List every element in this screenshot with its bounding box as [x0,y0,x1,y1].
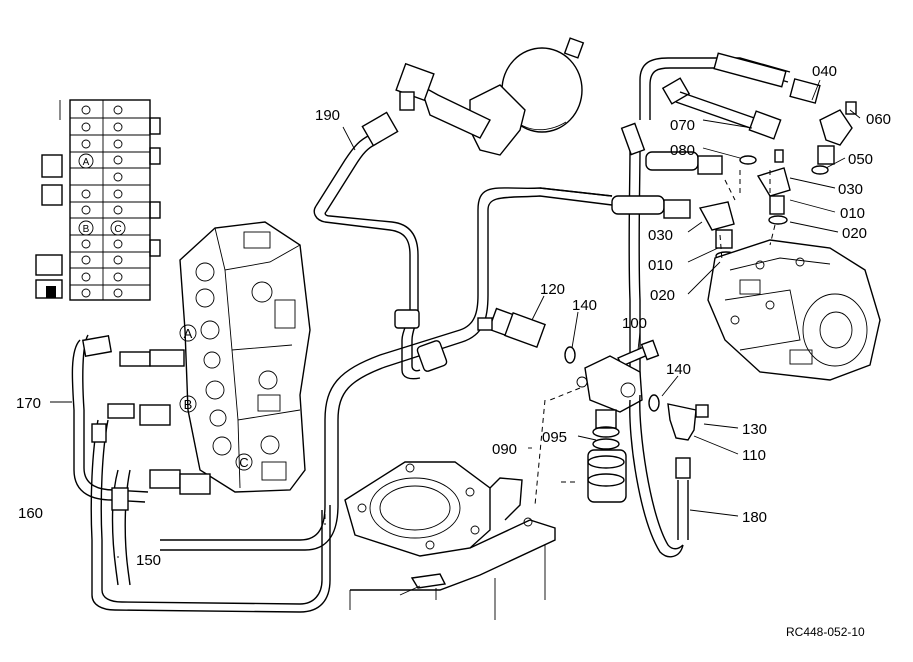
mounting-base-plate [344,461,556,620]
dashed-guide-lines [324,170,776,525]
part-label-020-lower: 020 [650,287,675,304]
part-label-130: 130 [742,421,767,438]
hose-080 [539,151,723,197]
valve-inset-schematic [35,99,161,301]
hose-180 [629,394,691,558]
part-labels: 190 040 060 070 080 050 030 010 020 030 … [16,63,891,569]
svg-text:A: A [184,326,193,341]
elbow-fitting-040 [817,109,853,165]
hose-190 [313,111,448,380]
part-label-160: 160 [18,505,43,522]
drawing-reference-code: RC448-052-10 [786,625,865,639]
hose-070 [675,91,782,140]
part-label-050: 050 [848,151,873,168]
part-label-090: 090 [492,441,517,458]
valve-port-marker-c: C [235,453,253,471]
tee-fitting-030-upper [756,149,791,225]
o-ring-050 [811,165,829,175]
hydraulic-pump [707,239,881,381]
part-label-070: 070 [670,117,695,134]
part-label-100: 100 [622,315,647,332]
tee-fitting-030-lower [698,201,737,261]
upper-right-pipe [620,52,821,400]
part-label-030-lower: 030 [648,227,673,244]
inset-port-marker-c: C [110,220,126,236]
svg-text:C: C [239,455,248,470]
svg-text:B: B [184,397,193,412]
part-label-030-upper: 030 [838,181,863,198]
svg-text:B: B [83,224,90,235]
coupler-090 [587,409,627,503]
o-ring-140-upper [564,346,576,364]
part-label-040: 040 [812,63,837,80]
elbow-fitting-110 [667,403,709,441]
part-label-140-lower: 140 [666,361,691,378]
part-label-095: 095 [542,429,567,446]
fitting-120 [477,307,546,348]
part-label-170: 170 [16,395,41,412]
part-label-120: 120 [540,281,565,298]
part-label-150: 150 [136,552,161,569]
o-ring-080 [739,155,757,165]
hose-030-lower [611,195,691,219]
svg-text:C: C [114,224,121,235]
part-label-010-upper: 010 [840,205,865,222]
control-valve-block [179,221,311,493]
valve-port-marker-b: B [179,395,197,413]
hose-170 [71,334,185,503]
part-label-110: 110 [742,447,766,464]
part-label-080: 080 [670,142,695,159]
part-label-020-upper: 020 [842,225,867,242]
hose-160 [90,403,301,613]
part-label-190: 190 [315,107,340,124]
part-label-180: 180 [742,509,767,526]
part-label-140-upper: 140 [572,297,597,314]
valve-port-marker-a: A [179,324,197,342]
o-ring-140-lower [648,394,660,412]
part-label-060: 060 [866,111,891,128]
svg-text:A: A [83,157,90,168]
part-label-010-lower: 010 [648,257,673,274]
inset-port-marker-a: A [78,153,94,169]
hose-150 [111,469,211,586]
accumulator [395,37,585,156]
inset-port-marker-b: B [78,220,94,236]
adapter-block [576,355,643,413]
plug-060 [845,101,857,115]
bolt-100 [617,339,660,367]
leader-lines [50,79,861,558]
